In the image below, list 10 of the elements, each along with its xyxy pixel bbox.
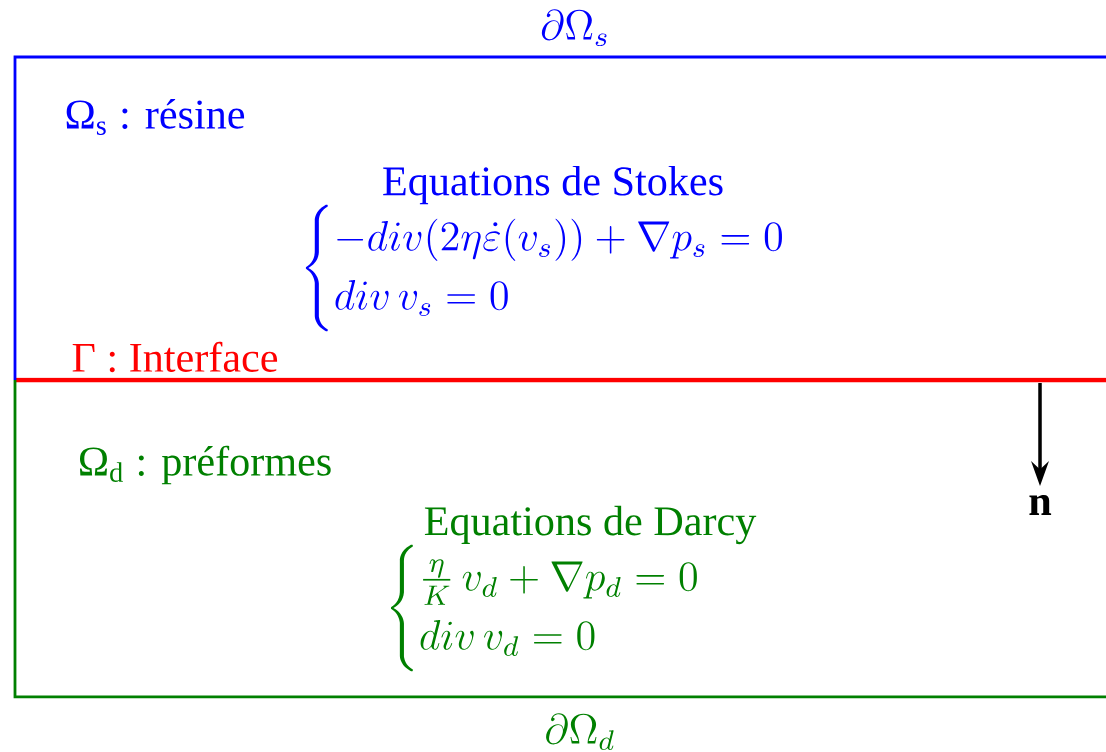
- normal-label: n: [1029, 495, 1052, 515]
- domain-label: Ω$_{d}$ : préformes: [80, 445, 331, 485]
- heading: Equations de Darcy: [424, 505, 757, 545]
- boundary-label: $\partial\Omega_s$: [541, 9, 607, 47]
- boundary-label: $\partial\Omega_d$: [546, 713, 614, 751]
- equation-system: $\begin{cases}-div(2\eta\dot{\varepsilon}(v_s))+\nabla p_s=0\\ div\,v_s=0\end{cases}$: [305, 204, 782, 332]
- domain-label: Ω$_{s}$ : résine: [66, 99, 245, 135]
- interface-label: Γ : Interface: [72, 341, 278, 373]
- heading: Equations de Stokes: [383, 165, 723, 205]
- equation-system: $\begin{cases}\frac{\eta}{K}\,v_d+\nabla p_d=0\\ div\,v_d=0\end{cases}$: [391, 544, 697, 672]
